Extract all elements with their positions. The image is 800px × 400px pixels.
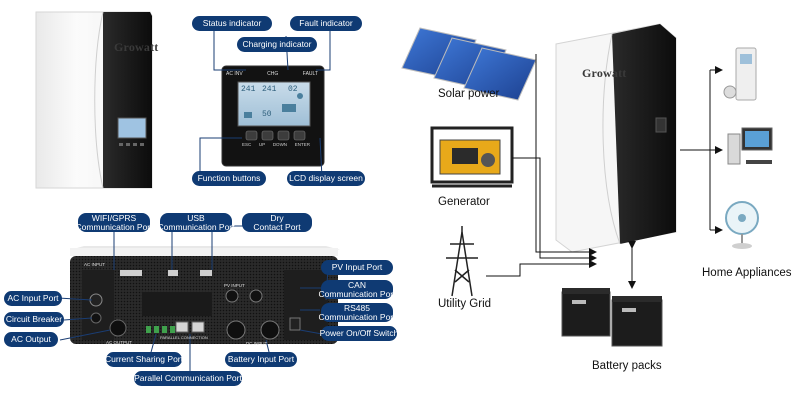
dry-contact-port-subtitle: Contact Port xyxy=(253,221,301,232)
wifi-gprs-port-label: WIFI/GPRS Communication Port xyxy=(75,212,153,232)
home-appliances-caption: Home Appliances xyxy=(702,267,792,279)
dry-contact-port-label: Dry Contact Port xyxy=(242,213,312,232)
appliance-pc-image xyxy=(727,127,773,165)
can-port-subtitle: Communication Port xyxy=(318,288,396,299)
parallel-comm-port-label: Parallel Communication Port xyxy=(134,371,242,386)
rs485-port-label: RS485 Communication Port xyxy=(318,302,396,322)
battery-packs-caption: Battery packs xyxy=(592,360,662,372)
can-port-label: CAN Communication Port xyxy=(318,279,396,299)
panel-text-dc-input: DC INPUT xyxy=(246,341,268,346)
panel-led-labels: AC INV CHG FAULT xyxy=(226,71,318,77)
led-chg-label: CHG xyxy=(267,71,279,77)
appliance-ac-image xyxy=(723,47,757,101)
wifi-gprs-port-title: WIFI/GPRS xyxy=(91,212,137,223)
brand-logo-front: Growatt xyxy=(114,40,159,54)
inverter-front-photo xyxy=(35,11,153,189)
wifi-gprs-port-subtitle: Communication Port xyxy=(75,221,153,232)
panel-text-parallel: PARALLEL CONNECTION xyxy=(160,335,208,340)
usb-port-title: USB xyxy=(187,212,205,223)
esc-button-label: ESC xyxy=(242,142,252,147)
generator-image xyxy=(430,126,514,188)
lcd-readout-4: 50 xyxy=(262,110,272,119)
solar-panels-image xyxy=(401,27,537,101)
pv-input-port-label: PV Input Port xyxy=(321,260,393,275)
lcd-readout-3: 02 xyxy=(288,85,298,94)
down-button-label: DOWN xyxy=(272,142,288,147)
solar-power-caption: Solar power xyxy=(438,88,500,100)
system-flow-lines xyxy=(486,54,723,289)
panel-text-ac-input: AC INPUT xyxy=(84,262,106,267)
current-sharing-port-label: Current Sharing Port xyxy=(105,352,183,367)
battery-input-port-label: Battery Input Port xyxy=(225,352,297,367)
rs485-port-subtitle: Communication Port xyxy=(318,311,396,322)
charging-indicator-label: Charging indicator xyxy=(237,37,317,52)
up-button-label: UP xyxy=(258,142,266,147)
led-ac-label: AC INV xyxy=(226,71,243,77)
rs485-port-title: RS485 xyxy=(344,302,370,313)
usb-port-subtitle: Communication Port xyxy=(157,221,235,232)
panel-text-ac-output: AC OUTPUT xyxy=(106,340,133,345)
ac-input-port-label: AC Input Port xyxy=(4,291,62,306)
utility-grid-caption: Utility Grid xyxy=(438,298,492,310)
utility-pylon-image xyxy=(446,226,478,297)
panel-text-pv-input: PV INPUT xyxy=(224,283,245,288)
power-switch-label: Power On/Off Switch xyxy=(320,326,398,341)
status-indicator-label: Status indicator xyxy=(192,16,272,31)
lcd-display-screen-label: LCD display screen xyxy=(287,171,365,186)
generator-caption: Generator xyxy=(438,196,490,208)
battery-packs-image xyxy=(561,288,663,347)
display-panel-closeup xyxy=(221,65,325,167)
ac-output-label: AC Output xyxy=(4,332,58,347)
usb-port-label: USB Communication Port xyxy=(157,212,235,232)
lcd-readout-1: 241 xyxy=(241,85,256,94)
dry-contact-port-title: Dry xyxy=(270,212,284,223)
inverter-system-photo xyxy=(555,23,677,253)
panel-button-labels: ESC UP DOWN ENTER xyxy=(242,142,310,147)
fault-indicator-label: Fault indicator xyxy=(290,16,362,31)
brand-logo-system: Growatt xyxy=(582,66,627,80)
can-port-title: CAN xyxy=(348,279,366,290)
circuit-breaker-label: Circuit Breaker xyxy=(4,312,64,327)
lcd-readout-2: 241 xyxy=(262,85,277,94)
inverter-bottom-photo xyxy=(70,246,340,344)
led-fault-label: FAULT xyxy=(302,71,318,77)
appliance-fan-image xyxy=(725,201,759,249)
function-buttons-label: Function buttons xyxy=(192,171,266,186)
enter-button-label: ENTER xyxy=(294,142,310,147)
